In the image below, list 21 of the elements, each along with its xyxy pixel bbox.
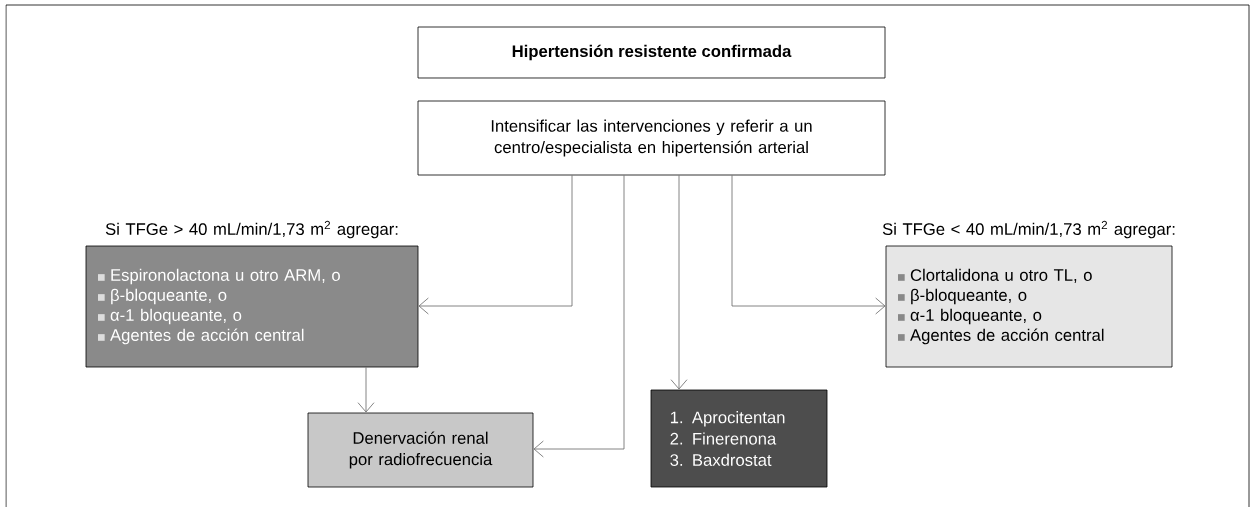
arrow [357, 367, 375, 413]
drug-list-box: Espironolactona u otro ARM, o β-bloqueante, o α-1 bloqueante, o Agentes de acción central [85, 245, 419, 368]
condition-heading: Si TFGe > 40 mL/min/1,73 m$^{2}$ agregar: [105, 220, 398, 239]
node-label: β-bloqueante, o [111, 288, 227, 305]
arrow [533, 175, 625, 458]
drug-list-box: Clortalidona u otro TL, o β-bloqueante, o α-1 bloqueante, o Agentes de acción central [885, 245, 1173, 368]
arrow [670, 175, 688, 390]
arrow [731, 175, 886, 315]
node-label: α-1 bloqueante, o [110, 308, 242, 325]
node-label: α-1 bloqueante, o [910, 308, 1042, 325]
condition-heading: Si TFGe < 40 mL/min/1,73 m$^{2}$ agregar: [882, 220, 1175, 239]
node-label: Espironolactona u otro ARM, o [111, 268, 340, 285]
drug-list-box: 1. Aprocitentan 2. Finerenona 3. Baxdrostat [650, 389, 828, 488]
arrow [418, 175, 573, 315]
node-label: β-bloqueante, o [911, 288, 1027, 305]
process-box: Intensificar las intervenciones y referir a un centro/especialista en hipertensión arterial [417, 100, 886, 176]
node-label: Agentes de acción central [910, 328, 1104, 345]
node-label: Clortalidona u otro TL, o [910, 268, 1092, 283]
title-box: Hipertensión resistente confirmada [417, 26, 886, 79]
process-box: Denervación renal por radiofrecuencia [307, 412, 534, 488]
node-label: Agentes de acción central [110, 328, 304, 345]
